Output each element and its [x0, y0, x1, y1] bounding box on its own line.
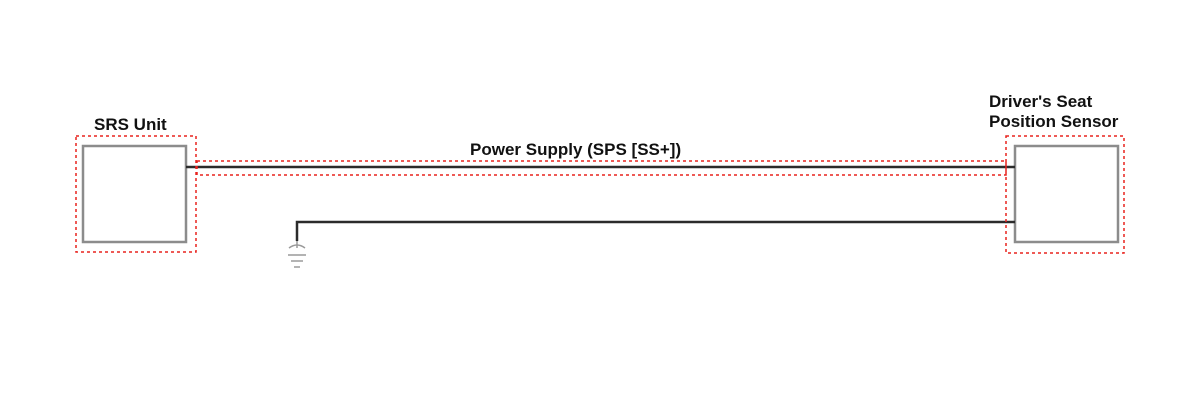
sensor-label-line2: Position Sensor: [989, 112, 1119, 131]
ground-symbol-icon: [288, 241, 306, 268]
power-supply-wire-label: Power Supply (SPS [SS+]): [470, 140, 682, 159]
srs-unit-box: [81, 144, 188, 244]
ground-wire: [295, 220, 1015, 241]
srs-unit-highlight: [75, 135, 197, 253]
sensor-label: Driver's Seat Position Sensor: [989, 92, 1118, 132]
sensor-highlight: [1005, 135, 1125, 254]
sensor-label-line1: Driver's Seat: [989, 92, 1093, 111]
srs-unit-label: SRS Unit: [94, 115, 167, 134]
sensor-box: [1013, 144, 1120, 244]
power-supply-wire-highlight: [196, 160, 1007, 176]
